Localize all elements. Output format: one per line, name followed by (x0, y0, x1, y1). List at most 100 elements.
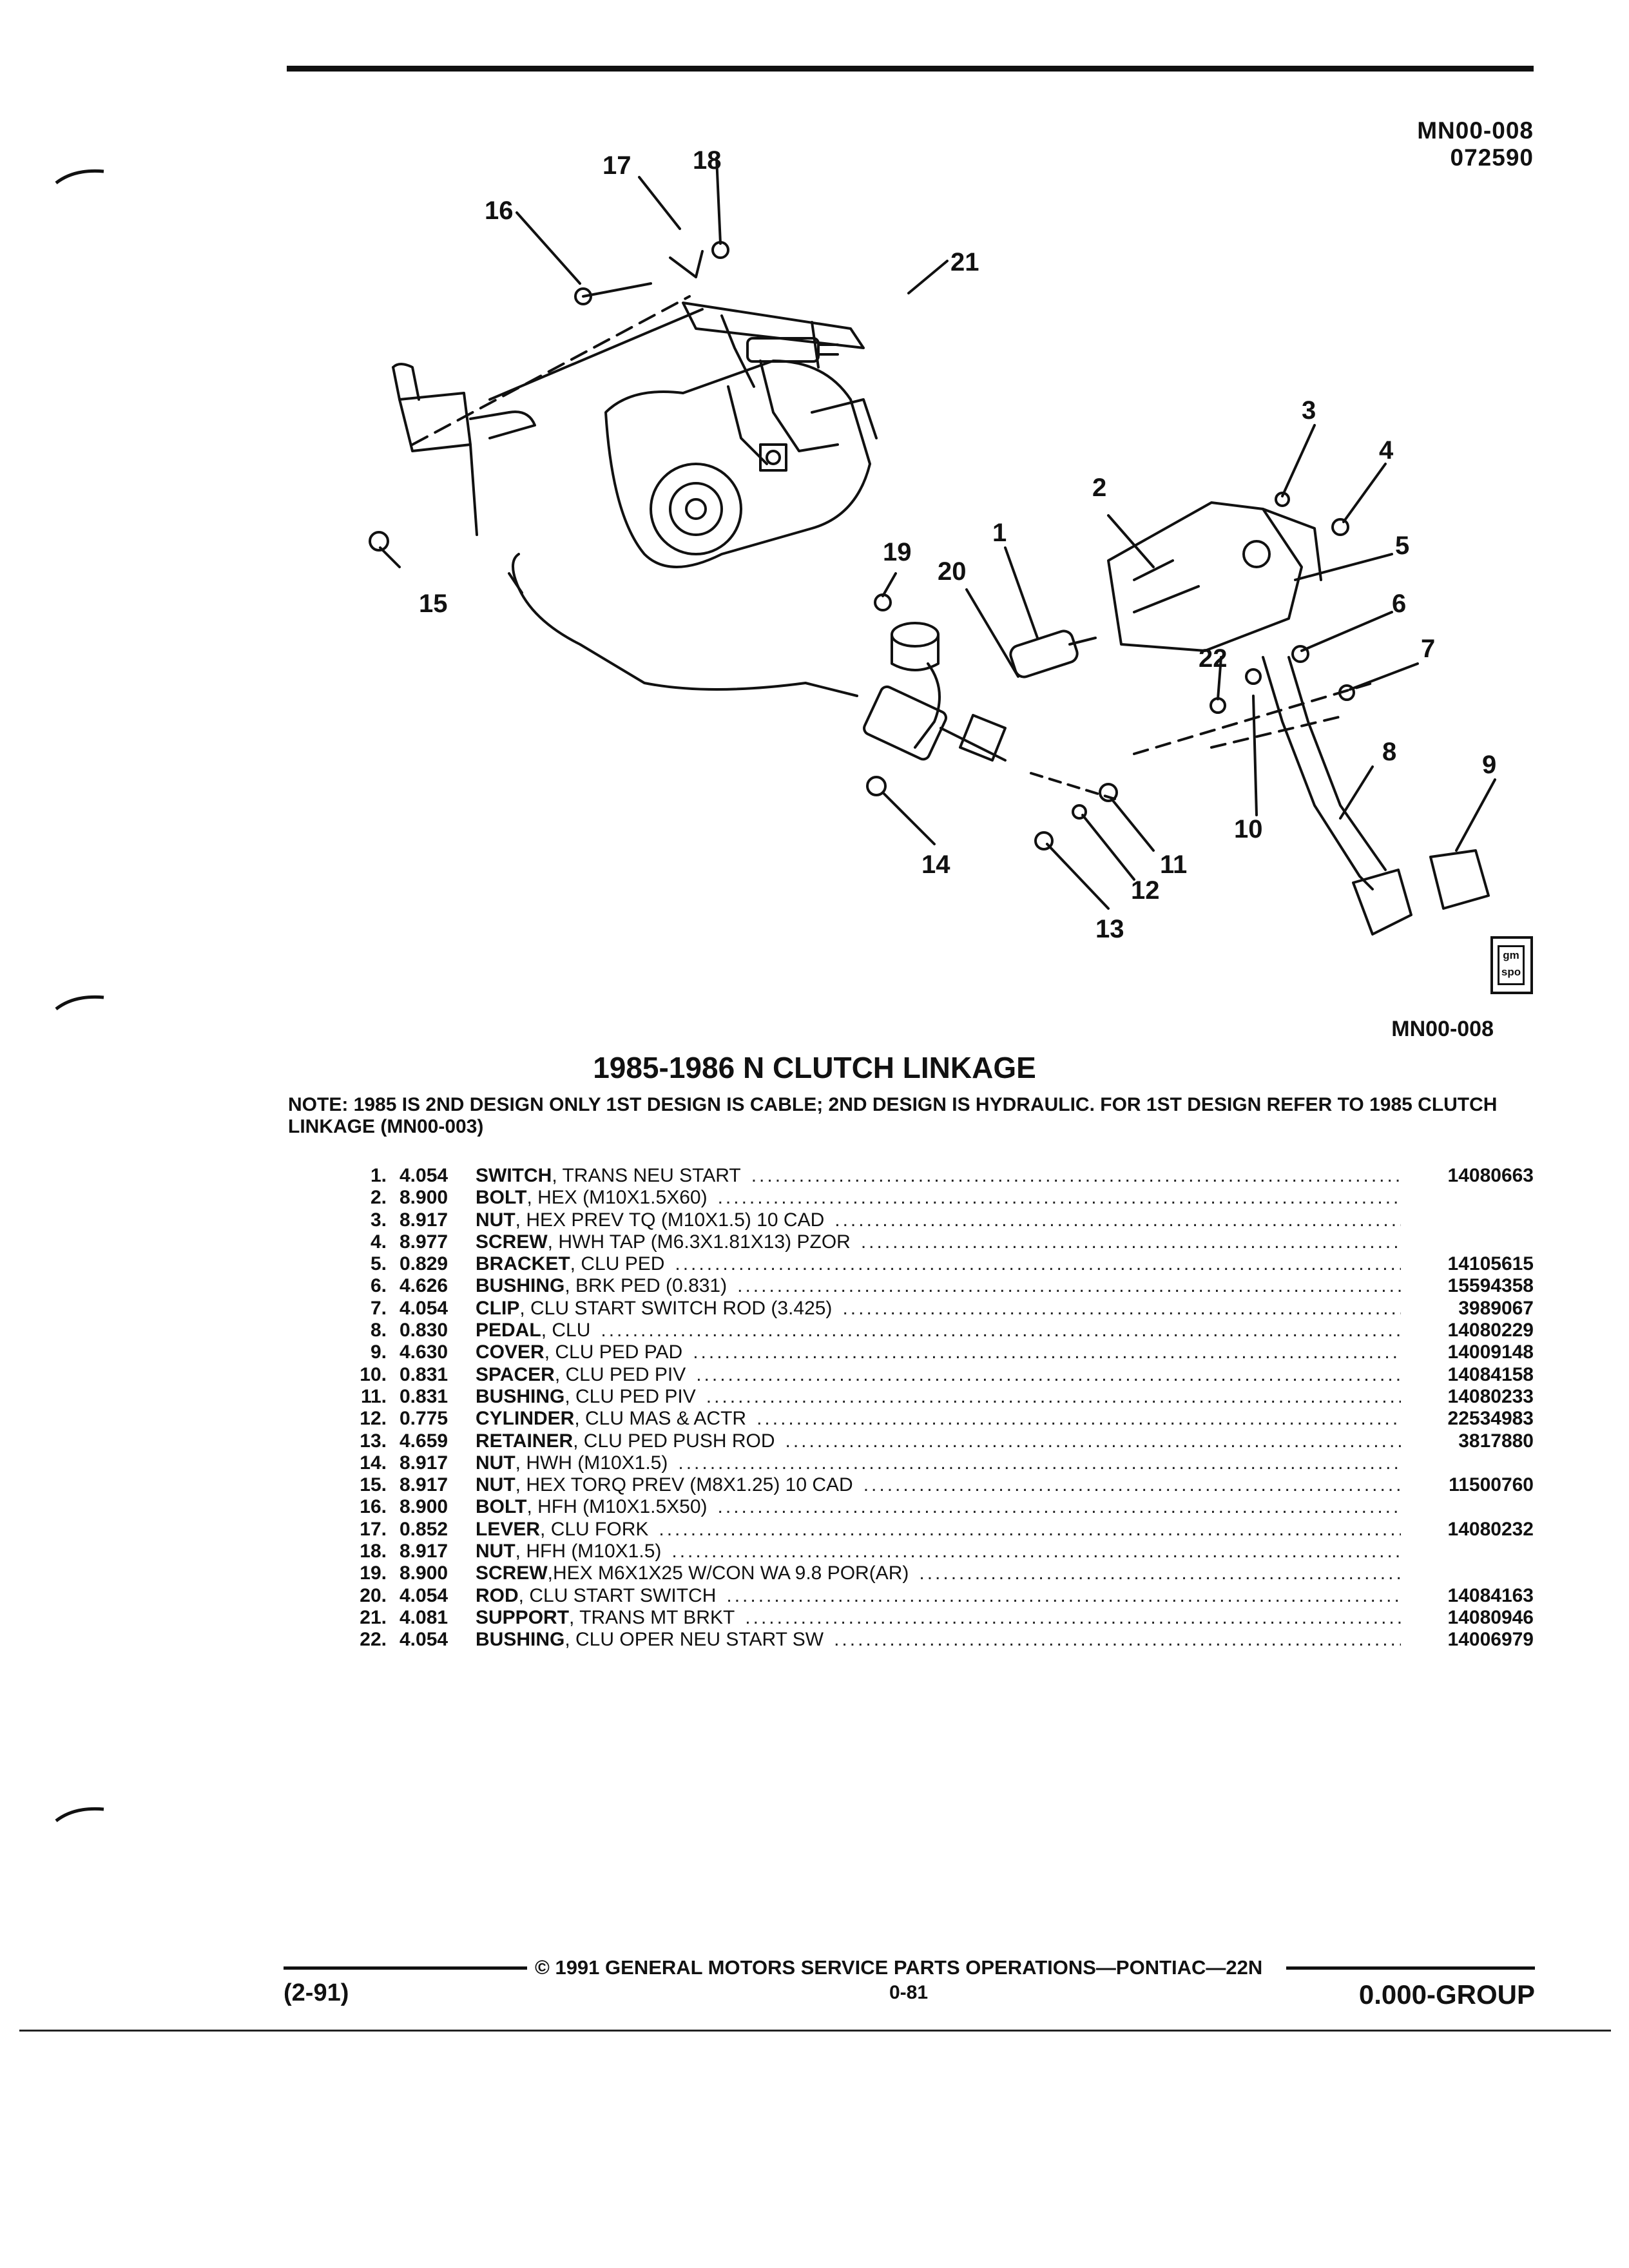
part-description: SCREW,HEX M6X1X25 W/CON WA 9.8 POR(AR) (476, 1562, 909, 1584)
top-rule (287, 66, 1534, 72)
header-code: MN00-008 (1417, 117, 1534, 144)
part-description: NUT, HEX PREV TQ (M10X1.5) 10 CAD (476, 1209, 824, 1231)
binder-mark-1 (55, 169, 104, 184)
part-number: 14080232 (1447, 1518, 1534, 1540)
leader-dots: ........................................… (717, 1496, 1401, 1518)
part-name: BOLT (476, 1496, 527, 1518)
footer-rule-left (284, 1966, 527, 1970)
header-code-block: MN00-008 072590 (1417, 117, 1534, 171)
part-group: 8.917 (400, 1209, 448, 1231)
callout-13: 13 (1095, 915, 1124, 943)
part-description: BUSHING, CLU OPER NEU START SW (476, 1629, 824, 1651)
part-number-index: 2. (370, 1187, 387, 1209)
part-number: 14009148 (1447, 1341, 1534, 1363)
callout-7: 7 (1421, 635, 1435, 663)
callout-3: 3 (1302, 396, 1316, 425)
part-group: 0.831 (400, 1363, 448, 1385)
part-number-index: 5. (370, 1253, 387, 1275)
part-group: 4.054 (400, 1629, 448, 1651)
leader-dots: ........................................… (751, 1165, 1401, 1186)
part-description: SCREW, HWH TAP (M6.3X1.81X13) PZOR (476, 1231, 851, 1253)
callout-14: 14 (921, 850, 950, 879)
diagram-drawing: 16 17 18 21 15 19 20 1 2 3 4 5 6 7 22 8 … (369, 146, 1496, 943)
part-detail: , CLU (541, 1320, 591, 1341)
part-number: 14105615 (1447, 1253, 1534, 1275)
part-number-index: 15. (360, 1474, 387, 1496)
part-detail: , CLU PED PUSH ROD (573, 1430, 775, 1452)
part-name: BOLT (476, 1187, 527, 1209)
part-group: 8.900 (400, 1187, 448, 1209)
footer-page-number: 0-81 (889, 1982, 929, 2003)
callout-10: 10 (1234, 815, 1263, 843)
part-description: SWITCH, TRANS NEU START (476, 1165, 741, 1187)
part-number-index: 9. (370, 1341, 387, 1363)
leader-dots: ........................................… (757, 1408, 1401, 1430)
part-group: 8.977 (400, 1231, 448, 1253)
part-number: 14084163 (1447, 1584, 1534, 1606)
footer-group: 0.000-GROUP (1358, 1979, 1535, 2010)
part-number-index: 19. (360, 1562, 387, 1584)
callout-21: 21 (950, 248, 979, 276)
part-name: NUT (476, 1474, 516, 1496)
part-description: ROD, CLU START SWITCH (476, 1585, 716, 1607)
part-description: BUSHING, BRK PED (0.831) (476, 1275, 727, 1297)
part-description: BUSHING, CLU PED PIV (476, 1386, 696, 1408)
leader-dots: ........................................… (863, 1474, 1401, 1496)
part-name: SWITCH (476, 1165, 552, 1186)
part-name: SCREW (476, 1231, 548, 1253)
part-number-index: 17. (360, 1518, 387, 1540)
part-number-index: 20. (360, 1584, 387, 1606)
footer-rule-right (1286, 1966, 1535, 1970)
part-detail: , CLU PED (570, 1253, 665, 1275)
part-number: 14080946 (1447, 1606, 1534, 1628)
part-description: BOLT, HEX (M10X1.5X60) (476, 1187, 708, 1209)
part-group: 4.659 (400, 1430, 448, 1452)
part-group: 0.775 (400, 1408, 448, 1430)
part-name: CLIP (476, 1297, 520, 1319)
callout-16: 16 (485, 197, 514, 225)
part-description: RETAINER, CLU PED PUSH ROD (476, 1430, 775, 1452)
leader-dots: ........................................… (834, 1629, 1401, 1651)
design-note: NOTE: 1985 IS 2ND DESIGN ONLY 1ST DESIGN… (288, 1094, 1498, 1137)
part-group: 8.917 (400, 1474, 448, 1496)
part-group: 8.917 (400, 1452, 448, 1474)
part-group: 0.829 (400, 1253, 448, 1275)
figure-code: MN00-008 (1391, 1017, 1494, 1041)
leader-dots: ........................................… (693, 1341, 1401, 1363)
part-number-index: 16. (360, 1496, 387, 1518)
part-detail: , CLU START SWITCH ROD (3.425) (519, 1297, 833, 1319)
part-name: BRACKET (476, 1253, 570, 1275)
part-detail: , HEX PREV TQ (M10X1.5) 10 CAD (515, 1209, 825, 1231)
leader-dots: ........................................… (726, 1584, 1401, 1606)
leader-dots: ........................................… (842, 1297, 1401, 1319)
part-description: SPACER, CLU PED PIV (476, 1364, 686, 1386)
binder-mark-3 (55, 1807, 104, 1822)
bottom-rule (19, 2030, 1611, 2032)
clutch-linkage-diagram: 16 17 18 21 15 19 20 1 2 3 4 5 6 7 22 8 … (335, 122, 1547, 986)
part-name: SPACER (476, 1363, 555, 1385)
callout-19: 19 (883, 538, 912, 566)
part-group: 0.830 (400, 1320, 448, 1341)
part-number-index: 4. (370, 1231, 387, 1253)
part-number: 14084158 (1447, 1363, 1534, 1385)
header-date-code: 072590 (1450, 144, 1534, 171)
leader-dots: ........................................… (696, 1363, 1401, 1385)
part-number: 3989067 (1458, 1297, 1534, 1319)
part-description: PEDAL, CLU (476, 1320, 590, 1341)
part-description: NUT, HFH (M10X1.5) (476, 1541, 661, 1562)
callout-4: 4 (1379, 436, 1394, 465)
part-detail: , HFH (M10X1.5) (515, 1541, 662, 1562)
